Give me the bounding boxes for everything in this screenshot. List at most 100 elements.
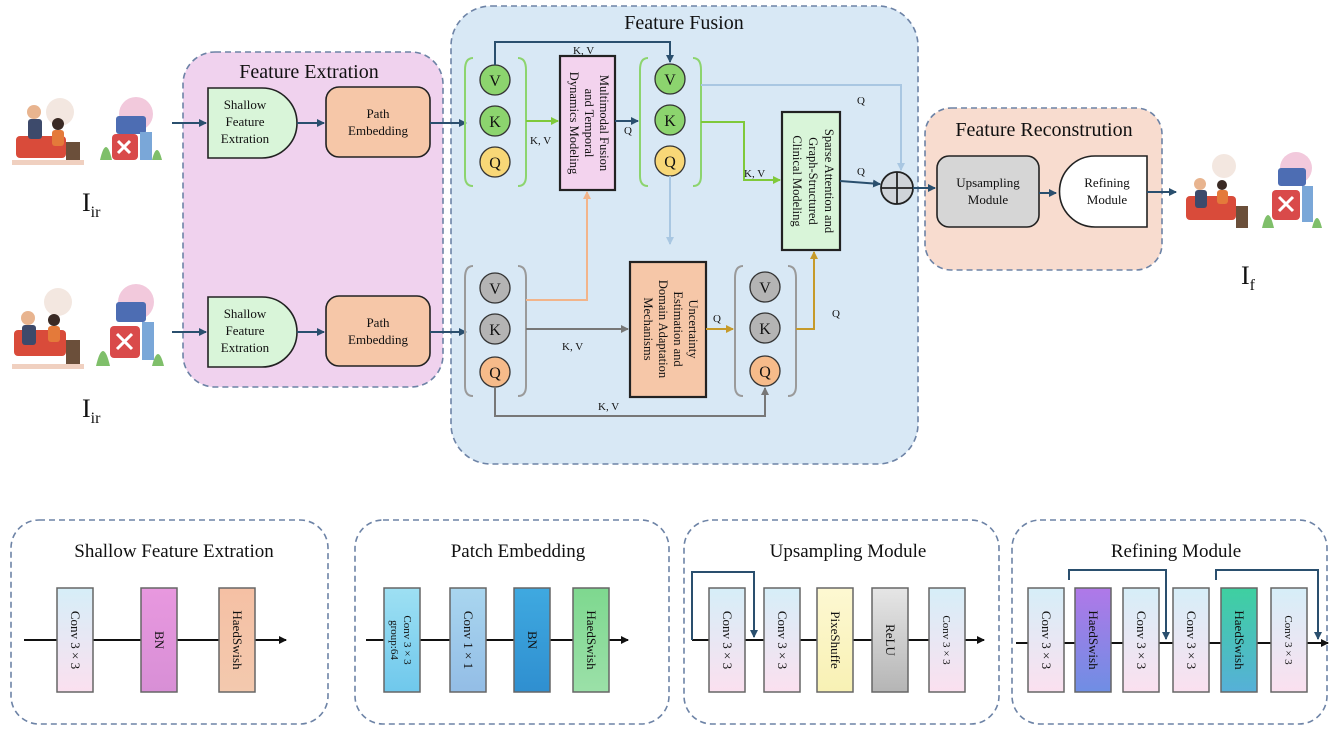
arrow [1215, 569, 1322, 640]
layer-hardswish [572, 587, 610, 693]
sum-node [880, 171, 914, 205]
input-label-top: Iir [82, 188, 101, 221]
layer-bn [140, 587, 178, 693]
layer-conv [56, 587, 94, 693]
block-text: Extration [221, 131, 270, 146]
arrow [691, 571, 758, 640]
layer-text: BN [525, 631, 540, 650]
block-text: Path [366, 315, 390, 330]
detail-panel-patch: Patch Embedding Conv 3 × 3 group:64 Conv… [354, 519, 670, 725]
layer-hardswish [1220, 587, 1258, 693]
arrow [494, 387, 769, 417]
block-text: Multimodal Fusion [597, 75, 611, 172]
layer-conv [708, 587, 746, 693]
block-text: Graph-Structured [806, 137, 820, 225]
input-image-bottom [12, 284, 166, 372]
layer-hardswish [1074, 587, 1112, 693]
q-token: Q [489, 365, 501, 382]
block-text: Uncertainty [686, 299, 700, 359]
v-token: V [664, 72, 676, 89]
edge-label-kv: K, V [744, 168, 765, 180]
q-token: Q [664, 154, 676, 171]
qkv-group-a: V K Q [464, 57, 527, 187]
block-text: Feature [226, 323, 265, 338]
arrow [526, 191, 591, 301]
layer-conv [1027, 587, 1065, 693]
uncertainty-estimation-block: Uncertainty Estimation and Domain Adapta… [628, 260, 708, 399]
upsampling-module-block: Upsampling Module [936, 155, 1040, 228]
psychology-illustration [1258, 150, 1326, 234]
edge-label-q: Q [832, 308, 840, 320]
q-token: Q [759, 364, 771, 381]
layer-conv [1172, 587, 1210, 693]
block-text: Extration [221, 340, 270, 355]
block-text: Domain Adaptation [656, 280, 670, 379]
block-text: Clinical Modeling [790, 135, 804, 227]
edge-label-q: Q [713, 313, 721, 325]
layer-text: ReLU [883, 624, 898, 656]
edge-label-kv: K, V [530, 135, 551, 147]
v-token: V [489, 73, 501, 90]
output-image [1184, 150, 1326, 234]
block-text: Path [366, 106, 390, 121]
psychologist-illustration [12, 98, 84, 166]
block-text: Mechanisms [641, 297, 655, 360]
layer-text: Conv 3 × 3 [1282, 615, 1294, 665]
block-text: Estimation and [671, 291, 685, 367]
panel-title: Upsampling Module [770, 541, 927, 562]
layer-text: Conv 3 × 3 [1134, 611, 1149, 669]
layer-text: Conv 3 × 3 [1039, 611, 1054, 669]
psychologist-illustration [1184, 154, 1252, 232]
arrow [1068, 569, 1170, 640]
arrow [701, 121, 781, 184]
layer-text: Conv 3 × 3 [1184, 611, 1199, 669]
edge-label-q: Q [857, 95, 865, 107]
arrow [494, 41, 674, 65]
feature-reconstruction-title: Feature Reconstrution [955, 119, 1132, 141]
layer-conv-group [383, 587, 421, 693]
v-token: V [759, 280, 771, 297]
block-text: Module [1087, 192, 1128, 207]
psychologist-illustration [12, 288, 84, 370]
layer-text: Conv 3 × 3 [720, 611, 735, 669]
psychology-illustration [96, 97, 164, 166]
panel-title: Patch Embedding [451, 541, 586, 562]
block-text: Feature [226, 114, 265, 129]
layer-text: PixeShuffe [828, 611, 843, 669]
k-token: K [759, 321, 771, 338]
detail-panel-upsampling: Upsampling Module Conv 3 × 3 Conv 3 × 3 … [683, 519, 1000, 725]
layer-conv [928, 587, 966, 693]
arrow [796, 251, 818, 330]
layer-text: Conv 3 × 3 [401, 615, 413, 665]
layer-text: HaedSwish [1232, 610, 1247, 670]
shallow-feature-extraction-top: Shallow Feature Extration [207, 87, 298, 159]
layer-text: HaedSwish [584, 610, 599, 670]
layer-bn [513, 587, 551, 693]
block-text: Shallow [224, 97, 267, 112]
layer-text: group:64 [388, 620, 400, 660]
block-text: Embedding [348, 123, 408, 138]
edge-label-kv: K, V [562, 341, 583, 353]
qkv-group-c: V K Q [464, 265, 527, 397]
layer-text: HaedSwish [230, 610, 245, 670]
layer-text: HaedSwish [1086, 610, 1101, 670]
panel-title: Refining Module [1111, 541, 1241, 562]
v-token: V [489, 281, 501, 298]
panel-title: Shallow Feature Extration [74, 541, 274, 562]
block-text: Dynamics Modeling [567, 72, 581, 175]
edge-label-q: Q [857, 166, 865, 178]
layer-hardswish [218, 587, 256, 693]
feature-reconstruction-group [924, 107, 1163, 271]
detail-panel-refining: Refining Module Conv 3 × 3 HaedSwish Con… [1011, 519, 1329, 725]
k-token: K [489, 322, 501, 339]
output-label: If [1241, 261, 1256, 294]
layer-conv [1270, 587, 1308, 693]
shallow-feature-extraction-bottom: Shallow Feature Extration [207, 296, 298, 368]
feature-fusion-title: Feature Fusion [624, 12, 743, 34]
layer-text: Conv 3 × 3 [68, 611, 83, 669]
input-image-top [12, 97, 164, 166]
layer-text: Conv 3 × 3 [775, 611, 790, 669]
layer-conv1 [449, 587, 487, 693]
feature-extraction-title: Feature Extration [239, 61, 378, 83]
